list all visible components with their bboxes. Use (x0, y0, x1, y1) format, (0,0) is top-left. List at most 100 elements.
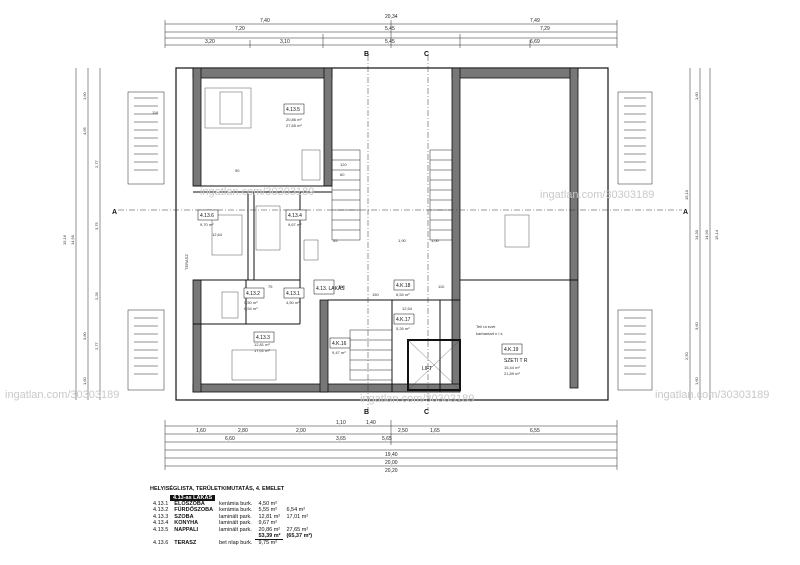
svg-text:SZETI T R: SZETI T R (504, 358, 528, 364)
dim-misc-100: 1,00 (431, 238, 440, 243)
watermark-bottom: ingatlan.com/30303189 (360, 393, 474, 405)
schedule-cell-floor: laminált park. (219, 513, 252, 520)
terrace-floor: bet nlap burk. (219, 540, 253, 547)
schedule-cell-floor: kerámia burk. (219, 507, 253, 514)
svg-text:4.13.4: 4.13.4 (288, 213, 302, 219)
lift-label: LIFT (422, 366, 432, 372)
terrace-area: 9,75 m² (258, 540, 278, 547)
schedule-cell-num: 4.13.2 (153, 507, 169, 514)
dim-bottom-13: 5,65 (382, 436, 392, 442)
schedule-cell-name: NAPPALI (174, 526, 199, 533)
dim-top-4: 7,29 (540, 26, 550, 32)
room-label-4-k-17: 4.K.17 5,26 m² (393, 313, 415, 331)
section-a-left: A (112, 209, 117, 216)
schedule-cell-num: 4.13.4 (153, 520, 169, 527)
terrace-name: TERASZ (174, 540, 197, 547)
svg-text:6,54 m²: 6,54 m² (244, 306, 258, 311)
dim-left-7: 3,80 (82, 331, 87, 340)
dim-left-4: 14,90 (70, 234, 75, 245)
room-schedule-table: HELYISÉGLISTA, TERÜLETKIMUTATÁS, 4. EMEL… (150, 486, 315, 547)
dim-right-0: 1,60 (694, 91, 699, 100)
bottom-dimension-lines (164, 420, 618, 470)
interior-walls (193, 185, 578, 392)
dim-top-6: 3,10 (280, 39, 290, 45)
flat-label: 4.13. LAKÁS (313, 279, 345, 295)
dim-misc-150: 150 (372, 292, 379, 297)
svg-text:5,26 m²: 5,26 m² (396, 326, 410, 331)
ladder-note-1: Teli ra ezet (476, 324, 496, 329)
dim-right-7: 1,60 (694, 376, 699, 385)
svg-text:6,54 m²: 6,54 m² (396, 292, 410, 297)
dim-right-3: 14,90 (704, 229, 709, 240)
svg-text:4.13.1: 4.13.1 (286, 291, 300, 297)
dim-bottom-12: 20,20 (385, 468, 398, 474)
section-a-right: A (683, 209, 688, 216)
svg-text:17,01 m²: 17,01 m² (254, 348, 270, 353)
dim-misc-1254: 12,54 (402, 306, 413, 311)
schedule-header: 4.13-as LAKÁS (170, 495, 216, 501)
dim-misc-100b: 100 (338, 284, 345, 289)
dim-bottom-11: 20,00 (385, 460, 398, 466)
schedule-cell-a2: 17,01 m² (286, 513, 309, 520)
svg-text:4.K.16: 4.K.16 (332, 341, 347, 347)
dim-top-5: 3,20 (205, 39, 215, 45)
left-dimension-lines (75, 68, 101, 400)
dim-top-right: 7,49 (530, 18, 540, 24)
dim-left-9: 1,60 (82, 376, 87, 385)
schedule-cell-name: KONYHA (174, 520, 199, 527)
schedule-cell-a2: 6,54 m² (286, 507, 306, 514)
dim-top-8: 6,69 (530, 39, 540, 45)
watermark-bottom-right: ingatlan.com/30303189 (655, 389, 769, 401)
svg-text:4.K.18: 4.K.18 (396, 283, 411, 289)
dim-misc-190: 1,90 (398, 238, 407, 243)
schedule-cell-a1: 4,50 m² (258, 501, 278, 507)
dim-bottom-5: 1,40 (366, 420, 376, 426)
dim-top-7: 5,45 (385, 39, 395, 45)
dim-top-total: 20,34 (385, 14, 398, 20)
svg-text:4.13. LAKÁS: 4.13. LAKÁS (316, 285, 345, 292)
svg-text:9,47 m²: 9,47 m² (332, 350, 346, 355)
svg-text:5,50 m²: 5,50 m² (244, 300, 258, 305)
schedule-row: 4.13.2 FÜRDŐSZOBA kerámia burk. 5,55 m² 6,54… (150, 507, 315, 513)
dim-top-2: 7,20 (235, 26, 245, 32)
room-label-4-k-18: 4.K.18 6,54 m² (393, 279, 415, 297)
dim-misc-110: 110 (438, 284, 445, 289)
section-c-top: C (424, 51, 429, 58)
dim-right-1: 15,10 (684, 189, 689, 200)
svg-text:15,44 m²: 15,44 m² (504, 365, 520, 370)
svg-text:9,67 m²: 9,67 m² (288, 222, 302, 227)
lift-shaft (407, 339, 461, 391)
schedule-terrace-row: 4.13.6 TERASZ bet nlap burk. 9,75 m² (150, 540, 315, 547)
outer-walls (175, 67, 609, 401)
dim-misc-1264: 12,64 (212, 232, 223, 237)
dim-bottom-3: 2,00 (296, 428, 306, 434)
terrace-num: 4.13.6 (153, 540, 169, 547)
dim-left-2: 2,77 (94, 159, 99, 168)
section-b-bottom: B (364, 409, 369, 416)
room-label-4-k-19: 4.K.19 SZETI T R 15,44 m² 21,89 m² (501, 343, 528, 376)
dim-misc-60: 60 (340, 172, 345, 177)
dim-left-1: 4,65 (82, 126, 87, 135)
terrace-label: TERASZ (184, 254, 189, 270)
dim-left-8: 2,77 (94, 341, 99, 350)
furniture (204, 87, 530, 381)
dim-misc-116: 116 (152, 110, 159, 115)
dim-top-3: 5,45 (385, 26, 395, 32)
schedule-cell-name: FÜRDŐSZOBA (174, 507, 214, 514)
dim-misc-120: 120 (340, 162, 347, 167)
svg-text:12,81 m²: 12,81 m² (254, 342, 270, 347)
right-dimension-lines (689, 68, 711, 400)
schedule-cell-a1: 20,86 m² (258, 526, 281, 533)
svg-text:4.K.17: 4.K.17 (396, 317, 411, 323)
dim-misc-75: 75 (268, 284, 273, 289)
dim-misc-90: 90 (235, 168, 240, 173)
dim-bottom-7: 2,50 (398, 428, 408, 434)
section-b-top: B (364, 51, 369, 58)
schedule-cell-a1: 5,55 m² (258, 507, 278, 514)
svg-text:4,50 m²: 4,50 m² (286, 300, 300, 305)
dim-right-2: 14,30 (694, 229, 699, 240)
svg-text:21,89 m²: 21,89 m² (504, 371, 520, 376)
dim-right-4: 15,14 (714, 229, 719, 240)
dim-bottom-8: 1,65 (430, 428, 440, 434)
